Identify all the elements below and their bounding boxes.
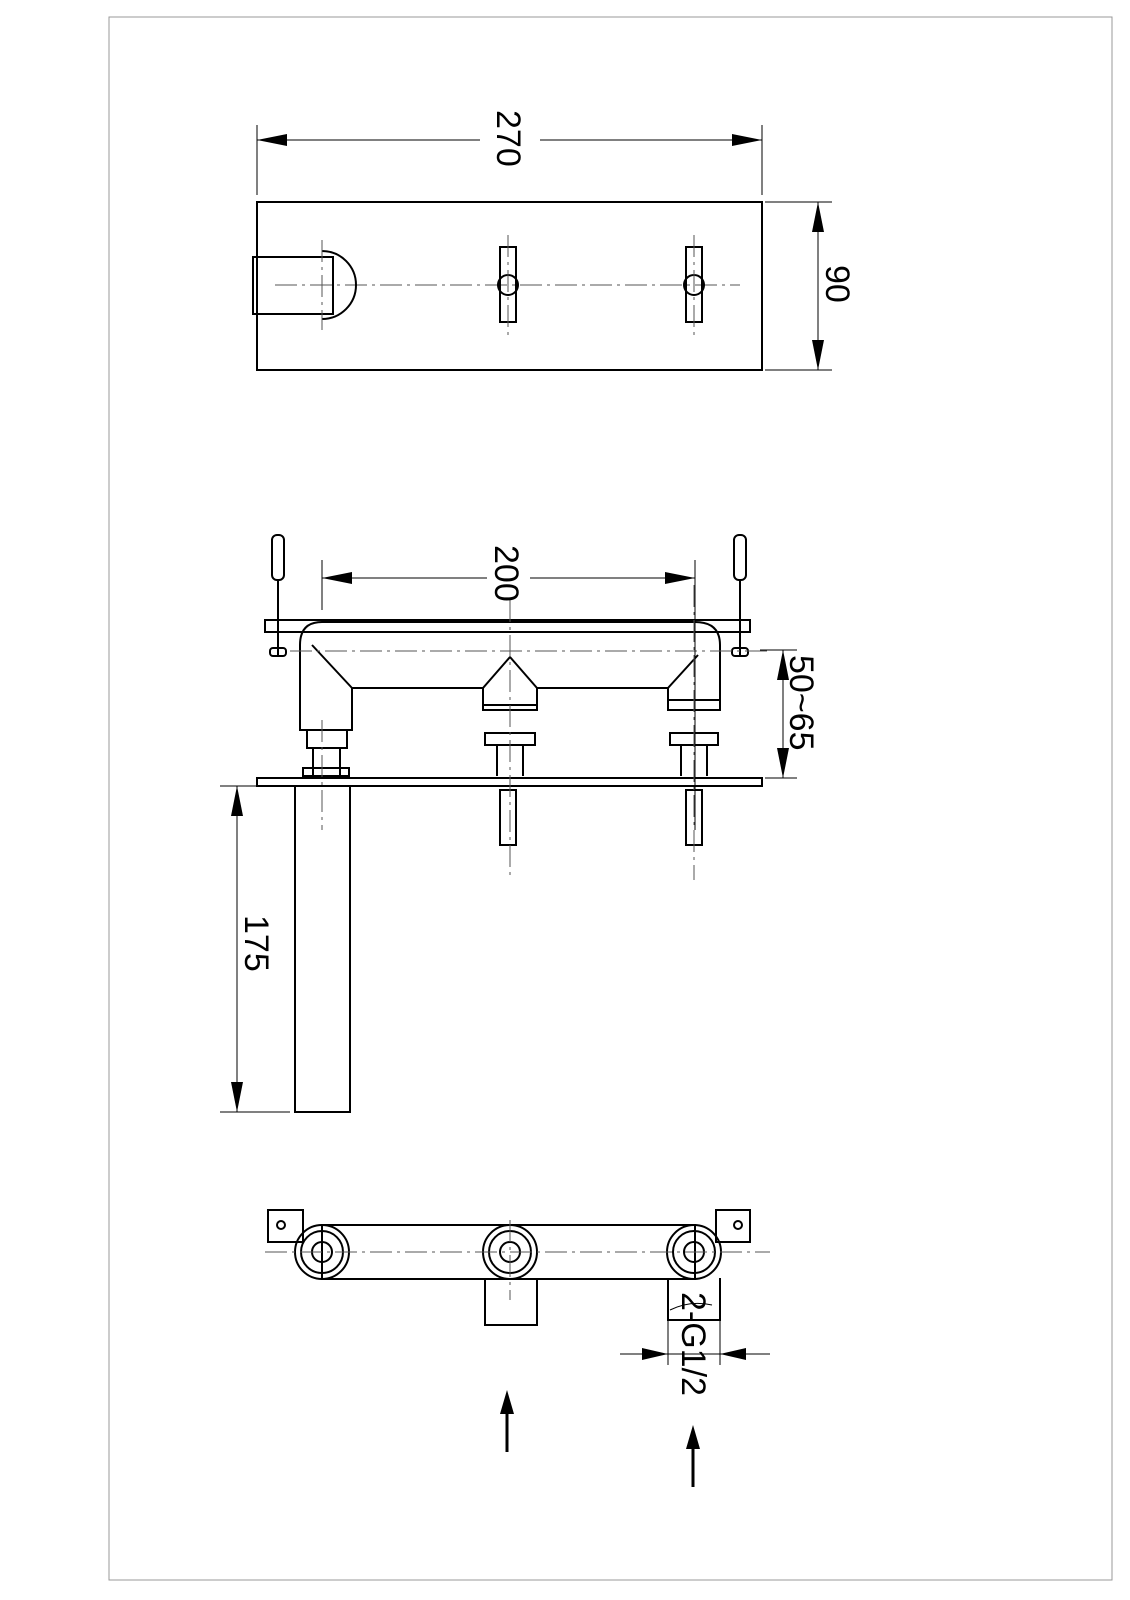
sheet-border [108, 16, 1113, 1581]
dim-90: 90 [818, 265, 856, 303]
wall-anchor-right [731, 534, 749, 657]
dim-270: 270 [489, 110, 527, 167]
bottom-view: 2-G1/2 [265, 1209, 770, 1487]
spout [252, 256, 334, 315]
top-view: 270 90 [252, 110, 856, 371]
dim-200: 200 [487, 545, 525, 602]
cover-plate [256, 201, 763, 371]
dim-175: 175 [237, 915, 275, 972]
side-view: 200 50~65 175 [220, 534, 820, 1113]
mounting-bar [264, 619, 751, 633]
dim-2-g1-2: 2-G1/2 [674, 1292, 712, 1396]
spout-base [321, 250, 357, 320]
wall-anchor-left [269, 534, 287, 657]
stud-left [499, 789, 517, 846]
dim-50-65: 50~65 [782, 655, 820, 751]
spout-side [294, 785, 351, 1113]
